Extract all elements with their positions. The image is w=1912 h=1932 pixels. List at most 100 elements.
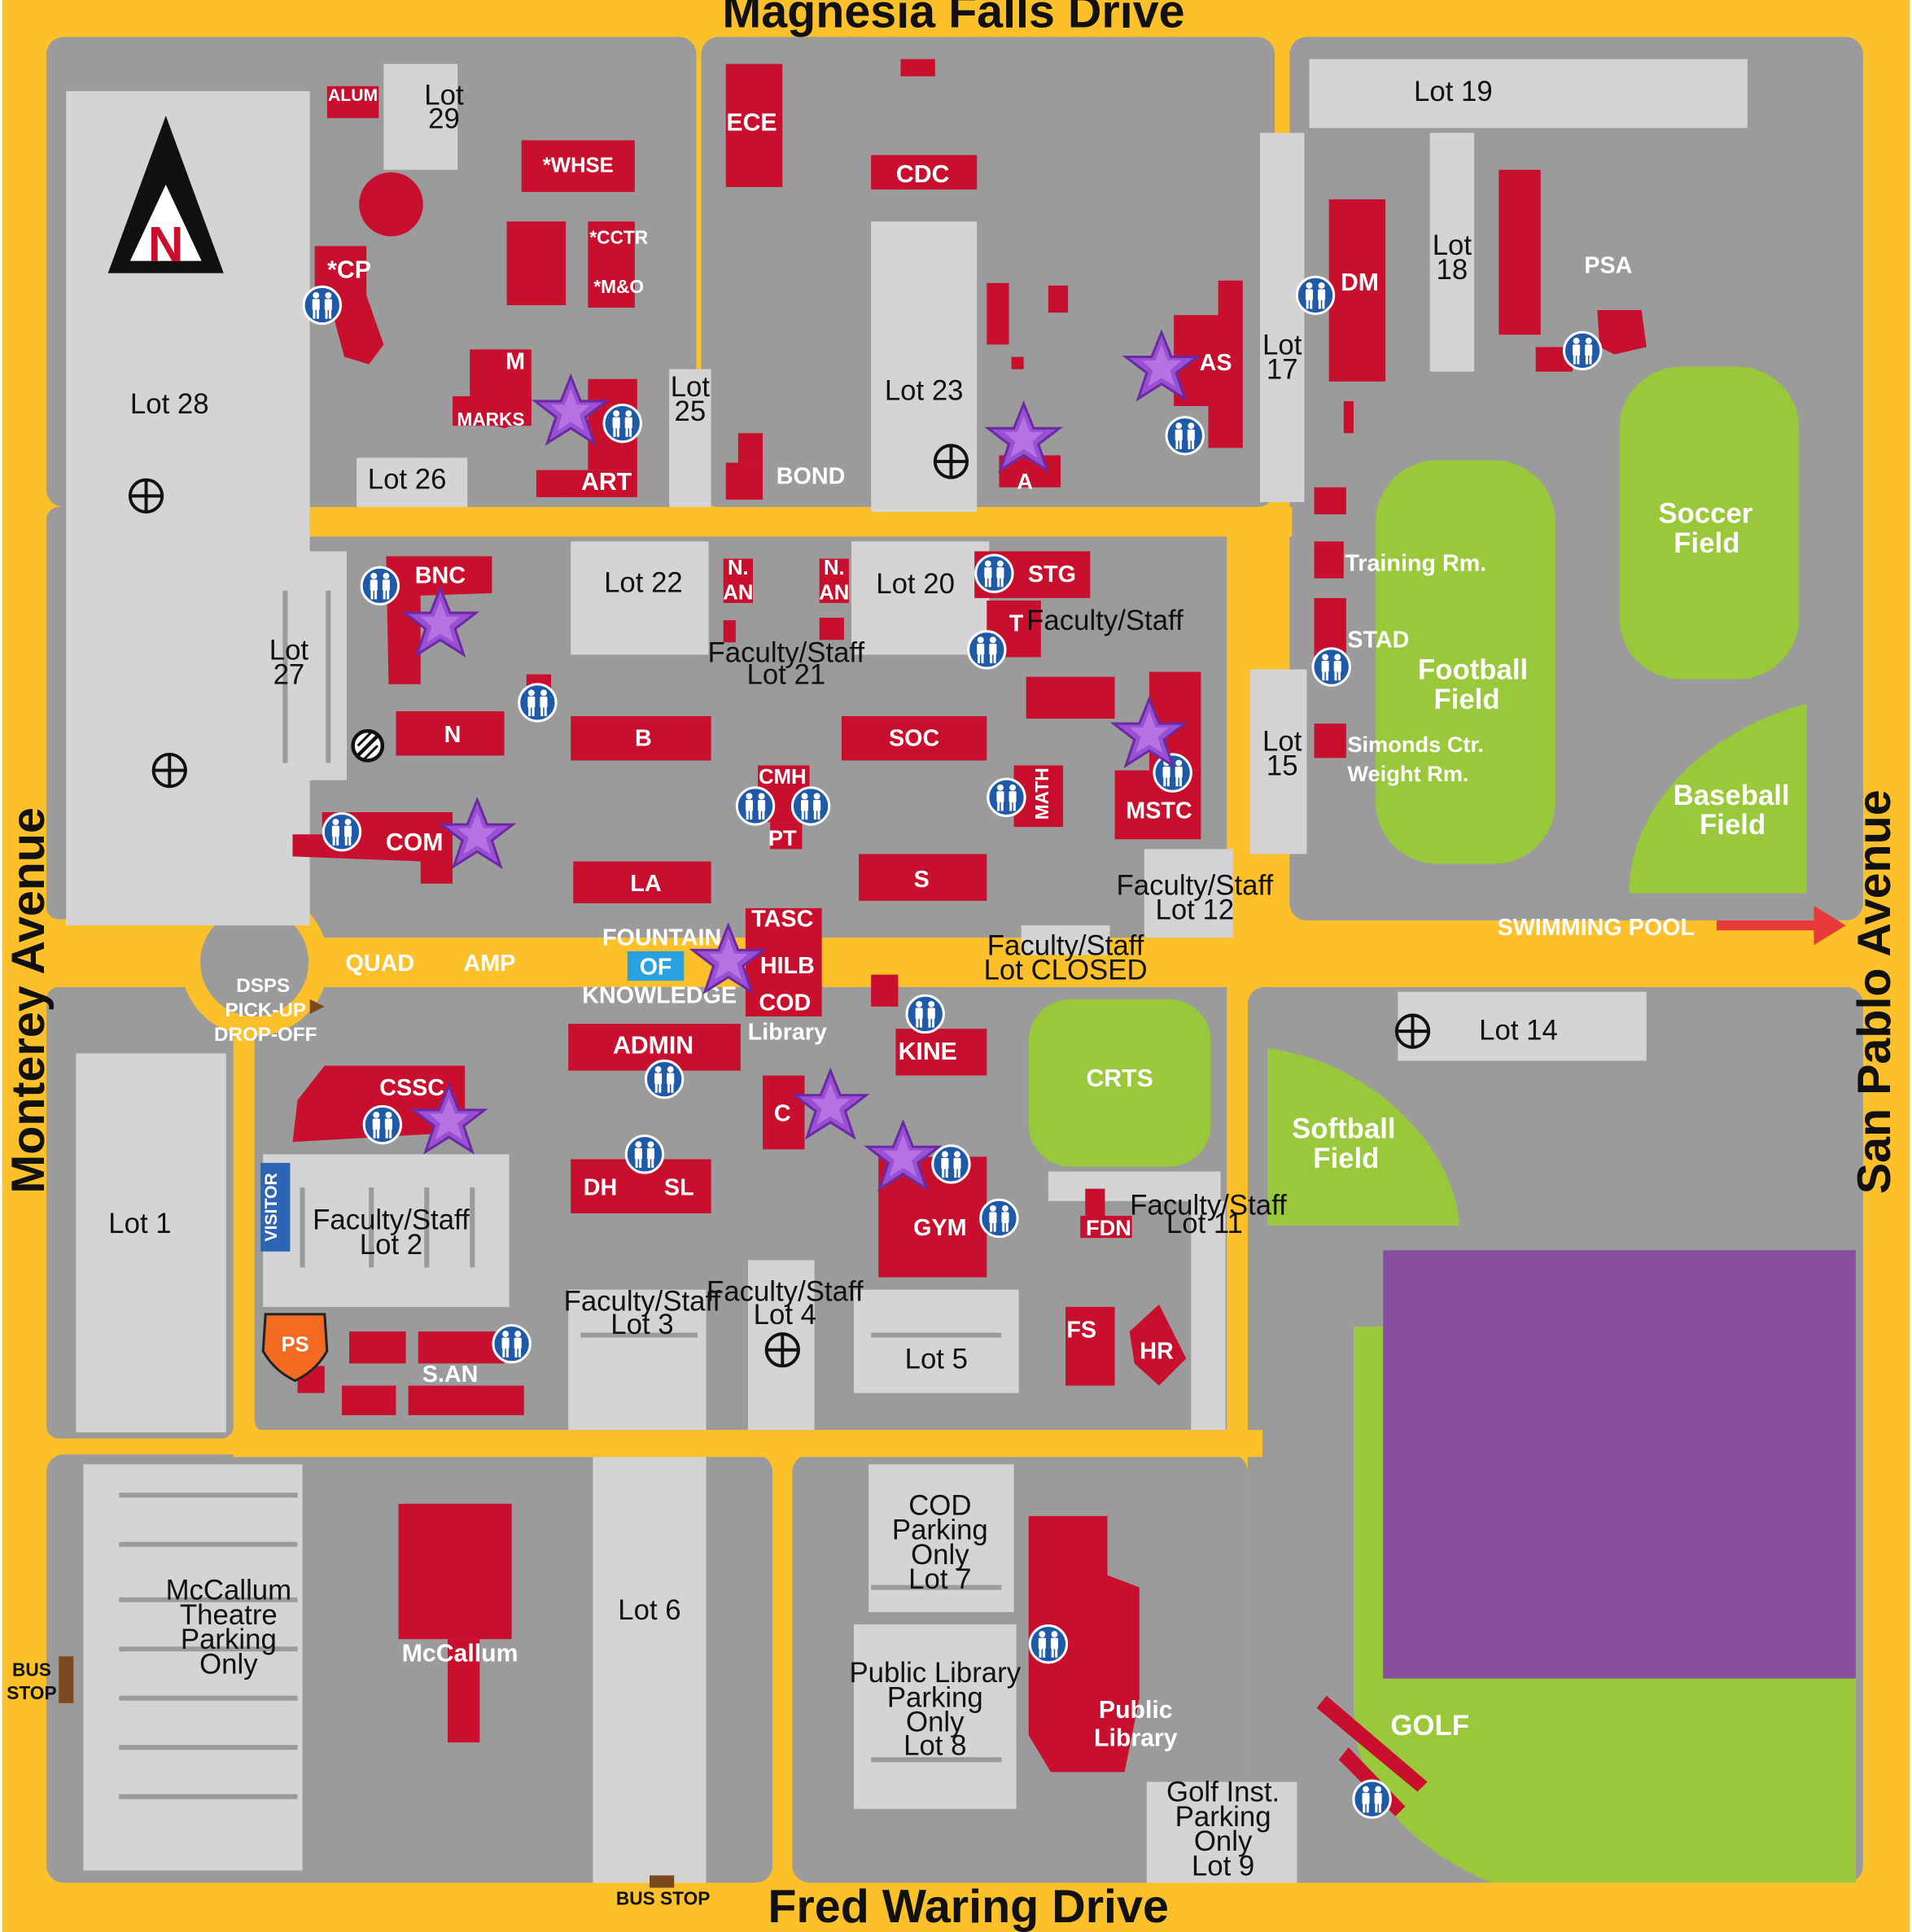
building-c: C [774, 1101, 791, 1127]
lot-1: Lot 1 [108, 1209, 171, 1239]
sports-fields [1028, 366, 1856, 1883]
place-dsps-2: PICK-UP [225, 999, 305, 1021]
building-labels: ALUM *CP *WHSE *CCTR *M&O ECE CDC DM PSA… [327, 86, 1632, 1752]
restroom-icon [1311, 647, 1351, 687]
restroom-icon [644, 1059, 685, 1099]
building-cp: *CP [327, 257, 371, 284]
emergency-phone-icon [933, 444, 969, 479]
visitor-label: VISITOR [262, 1173, 281, 1241]
lot-26: Lot 26 [368, 464, 447, 495]
golf-course [1353, 1327, 1856, 1883]
building-a: A [1017, 468, 1033, 493]
lot-18-1: Lot [1433, 230, 1472, 261]
lot-9-2: Parking [1175, 1802, 1271, 1833]
lot-mccallum-4: Only [199, 1649, 258, 1680]
building-library: Library [748, 1020, 827, 1046]
lot-7-4: Lot 7 [908, 1564, 971, 1595]
building-alum: ALUM [328, 86, 378, 105]
building-n: N [444, 722, 462, 748]
lot-20: Lot 20 [876, 569, 955, 600]
restroom-icon [624, 1134, 665, 1174]
road-south: Fred Waring Drive [768, 1881, 1169, 1932]
building-dh: DH [584, 1174, 617, 1200]
lot-9-1: Golf Inst. [1166, 1777, 1280, 1808]
building-kine: KINE [899, 1038, 957, 1065]
building-as: AS [1200, 350, 1232, 376]
lot-15-2: 15 [1267, 751, 1298, 782]
place-quad: QUAD [346, 951, 415, 977]
lot-23: Lot 23 [885, 375, 964, 406]
building-cdc: CDC [896, 161, 950, 188]
building-nan-2b: AN [819, 581, 849, 604]
building-mstc: MSTC [1126, 798, 1192, 824]
bus-stop-marker-west [59, 1656, 74, 1703]
field-baseball-2: Field [1700, 810, 1765, 841]
golf-range [1383, 1250, 1856, 1679]
field-soccer-1: Soccer [1658, 499, 1752, 530]
lot-17-1: Lot [1262, 330, 1302, 361]
lot-7-3: Only [911, 1540, 969, 1571]
police-shield-icon: PS [261, 1313, 329, 1383]
building-simonds-1: Simonds Ctr. [1347, 732, 1484, 757]
lot-21-2: Lot 21 [746, 660, 825, 691]
building-cmh: CMH [759, 766, 807, 789]
visitor-sign: VISITOR [260, 1162, 291, 1252]
no-smoking-icon [351, 728, 385, 763]
building-mo: *M&O [593, 276, 644, 297]
building-public-library-1: Public [1099, 1697, 1173, 1724]
restroom-icon [1562, 330, 1603, 371]
building-stg: STG [1028, 562, 1076, 588]
lot-19: Lot 19 [1414, 76, 1493, 107]
building-cod: COD [759, 990, 811, 1016]
lot-2-1: Faculty/Staff [313, 1205, 470, 1236]
building-bond: BOND [777, 463, 846, 489]
restroom-icon [360, 566, 400, 605]
emergency-phone-icon [151, 752, 187, 789]
lot-14: Lot 14 [1479, 1016, 1558, 1047]
emergency-phone-icon [128, 478, 164, 514]
building-training-room: Training Rm. [1345, 551, 1486, 577]
lot-fs-tstg: Faculty/Staff [1026, 605, 1184, 636]
lot-3-1: Faculty/Staff [564, 1286, 721, 1317]
building-la: LA [630, 871, 661, 897]
lot-6: Lot 6 [618, 1595, 680, 1626]
building-nan-2a: N. [824, 557, 845, 579]
restroom-icon [602, 403, 642, 444]
restroom-icon [735, 786, 776, 826]
road-west: Monterey Avenue [2, 807, 55, 1194]
field-soccer-2: Field [1674, 528, 1739, 559]
building-nan-1a: N. [728, 557, 749, 579]
lot-4-2: Lot 4 [754, 1300, 816, 1331]
building-com: COM [386, 829, 444, 856]
place-amp: AMP [463, 951, 515, 977]
building-san: S.AN [422, 1362, 479, 1388]
road-north: Magnesia Falls Drive [722, 0, 1184, 37]
field-baseball-1: Baseball [1674, 780, 1790, 811]
restroom-icon [1295, 275, 1336, 316]
restroom-icon [967, 630, 1007, 670]
lot-2-2: Lot 2 [360, 1230, 422, 1261]
building-sl: SL [664, 1174, 694, 1200]
field-softball-2: Field [1313, 1143, 1379, 1174]
restroom-icon [979, 1198, 1019, 1239]
lot-15-1: Lot [1262, 726, 1302, 757]
bus-stop-marker-south [649, 1875, 675, 1888]
lot-8-3: Only [906, 1707, 965, 1738]
place-dsps-3: DROP-OFF [214, 1024, 317, 1046]
lot-8-4: Lot 8 [903, 1730, 966, 1761]
restroom-icon [974, 553, 1014, 593]
lot-mccallum-1: McCallum [166, 1576, 292, 1606]
restroom-icon [1153, 753, 1192, 793]
restroom-icon [322, 811, 362, 852]
place-fountain-1: FOUNTAIN [602, 924, 721, 951]
building-fs: FS [1066, 1318, 1096, 1344]
lot-9-3: Only [1194, 1826, 1253, 1857]
restroom-icon [518, 683, 558, 723]
softball-field [1267, 1048, 1459, 1226]
police-label: PS [281, 1333, 308, 1356]
building-art: ART [581, 469, 632, 496]
lot-4-1: Faculty/Staff [707, 1276, 864, 1307]
building-whse: *WHSE [543, 155, 614, 177]
lot-12-2: Lot 12 [1156, 895, 1235, 926]
